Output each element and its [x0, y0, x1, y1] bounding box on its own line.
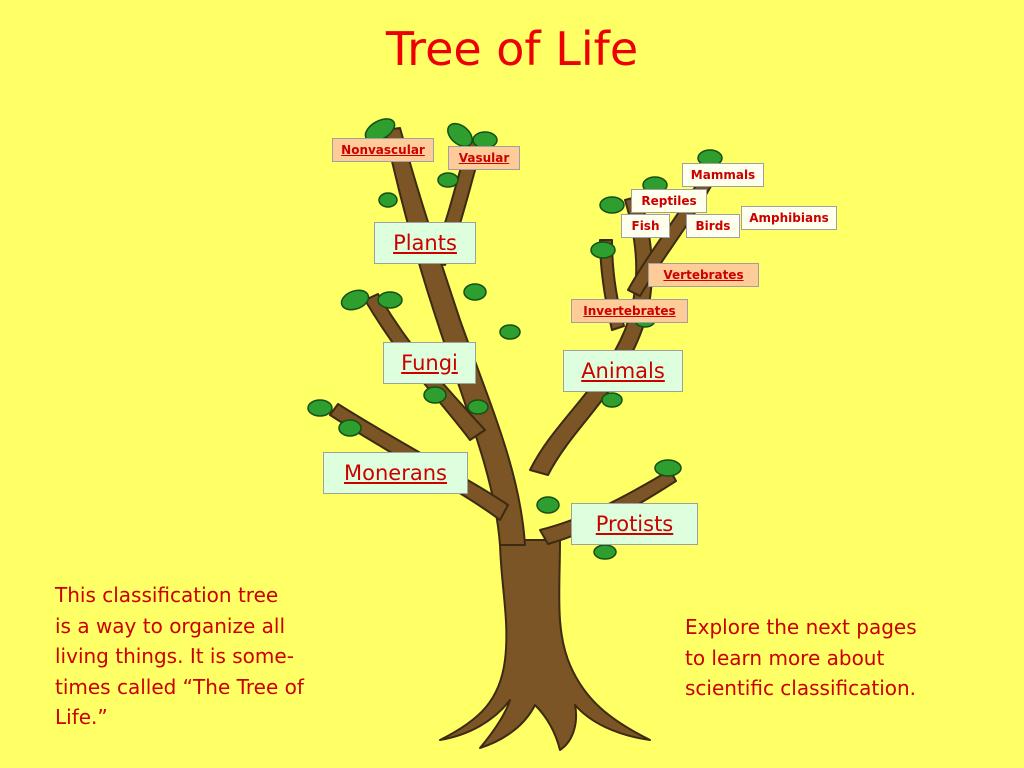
leaf	[601, 392, 623, 408]
animals-label[interactable]: Animals	[563, 350, 683, 392]
right-description-line: scientific classification.	[685, 676, 917, 700]
right-description: Explore the next pages to learn more abo…	[685, 612, 1005, 704]
monerans-label[interactable]: Monerans	[323, 452, 468, 494]
left-description: This classification tree is a way to org…	[55, 580, 375, 733]
leaf	[590, 241, 616, 259]
leaf	[654, 459, 682, 477]
leaf	[377, 291, 403, 309]
left-description-line: times called “The Tree of	[55, 674, 304, 699]
reptiles-label[interactable]: Reptiles	[631, 189, 707, 213]
nonvascular-label[interactable]: Nonvascular	[332, 138, 434, 162]
vertebrates-label[interactable]: Vertebrates	[648, 263, 759, 287]
leaf	[463, 283, 487, 301]
leaf	[536, 496, 560, 514]
left-description-line: This classification tree	[55, 583, 279, 607]
leaf	[307, 399, 333, 417]
leaf	[423, 386, 447, 404]
fish-label[interactable]: Fish	[621, 214, 670, 238]
plants-label[interactable]: Plants	[374, 222, 476, 264]
leaf	[599, 196, 625, 214]
leaf	[378, 192, 398, 208]
leaf	[338, 419, 362, 437]
tree-trunk	[439, 539, 651, 751]
leaf	[437, 172, 459, 188]
leaf	[593, 544, 617, 560]
leaf	[499, 324, 521, 340]
vascular-label[interactable]: Vasular	[448, 146, 520, 170]
amphibians-label[interactable]: Amphibians	[741, 206, 837, 230]
left-description-line: Life.”	[55, 705, 108, 729]
leaf	[467, 399, 489, 415]
protists-label[interactable]: Protists	[571, 503, 698, 545]
right-description-line: to learn more about	[685, 645, 885, 670]
birds-label[interactable]: Birds	[686, 214, 740, 238]
left-description-line: is a way to organize all	[55, 613, 286, 638]
leaf	[340, 289, 370, 311]
leaf	[447, 122, 473, 148]
page-title: Tree of Life	[385, 22, 639, 76]
mammals-label[interactable]: Mammals	[682, 163, 764, 187]
left-description-line: living things. It is some-	[55, 644, 294, 668]
fungi-label[interactable]: Fungi	[383, 342, 476, 384]
invertebrates-label[interactable]: Invertebrates	[571, 299, 688, 323]
right-description-line: Explore the next pages	[685, 615, 917, 639]
